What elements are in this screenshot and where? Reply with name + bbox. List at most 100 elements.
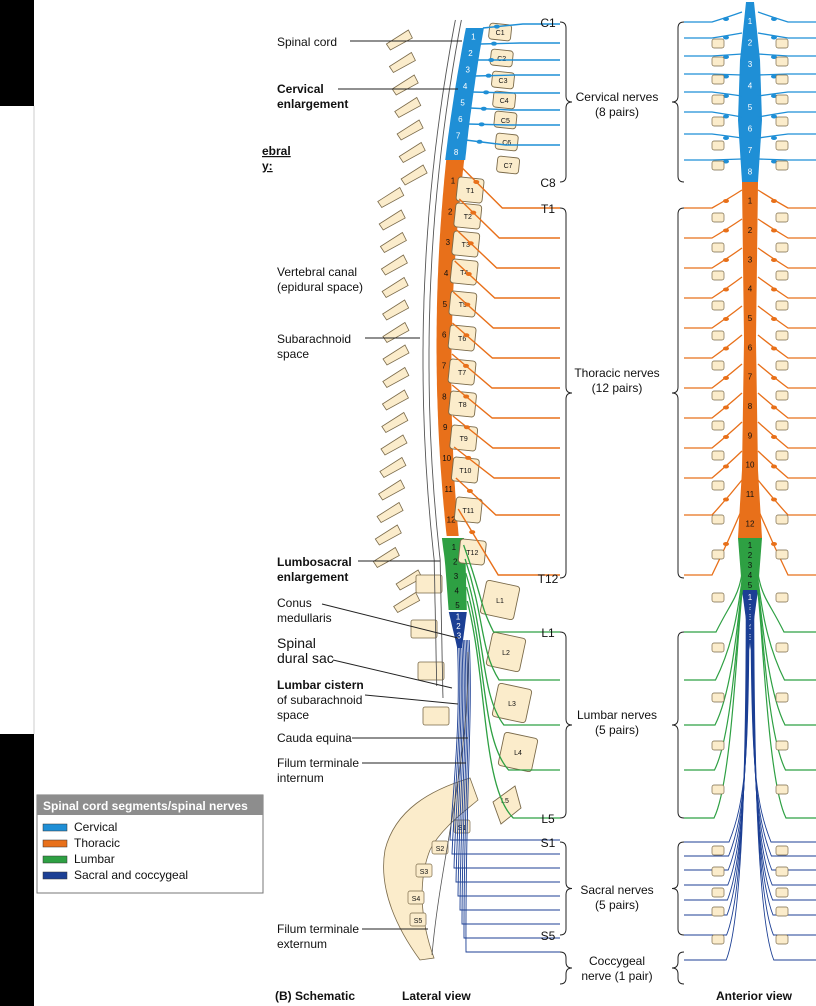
anterior-vertebral-process [775,887,789,898]
anterior-vertebral-process [711,38,725,49]
anterior-vertebral-process [775,330,789,341]
vertebra-label: C4 [500,98,509,105]
spinal-nerve-lateral [451,384,560,419]
anterior-vertebral-process [711,94,725,105]
vertebral-body-shape [451,230,481,258]
cord-segment-number: 9 [443,423,448,432]
vertebra-label: L4 [514,750,522,757]
spinous-process [391,74,419,96]
anterior-ganglion [771,346,777,351]
brace-left-sacral [559,841,573,936]
vertebra-label: T6 [458,336,466,343]
anterior-vertebral-process [775,140,789,151]
nerve-group-label: (5 pairs) [595,898,639,912]
anterior-ganglion [771,35,777,40]
anterior-lumbar-nerve [755,580,816,819]
label-partial-heading: y: [262,159,273,173]
dorsal-root-ganglion [485,73,492,78]
cauda-equina-fiber [461,639,560,925]
vertebra-label: L3 [508,701,516,708]
anterior-ganglion [723,464,729,469]
spinous-process [394,96,422,119]
leader-dural-sac [332,659,453,689]
anterior-vertebral-process [711,330,725,341]
anterior-ganglion [723,74,729,79]
anterior-ganglion [723,55,729,59]
spinal-nerve-lateral [451,322,560,359]
anterior-segment-number: 10 [746,461,755,470]
arachnoid-line [428,19,462,699]
nerve-group-label: nerve (1 pair) [581,969,652,983]
cord-segment-number: 6 [458,115,463,124]
anterior-sacral-nerve [753,599,816,961]
nerve-level-label: T12 [538,572,559,586]
sacrum-bone [383,777,479,961]
anterior-vertebral-process [775,845,789,856]
vertebral-body: T9 [449,424,479,452]
spinous-process [378,479,406,501]
brace-right-cervical [671,21,685,183]
spinous-process [398,141,426,164]
sacral-vertebra-shape [407,890,425,905]
cord-segment-number: 3 [454,572,459,581]
nerve-group-label: Sacral nerves [580,883,653,897]
leader-lumbar-cistern [364,694,459,705]
cord-segment-number: 11 [444,485,453,494]
nerve-group-label: Coccygeal [589,954,645,968]
anterior-spinal-nerve [684,73,743,76]
legend: Spinal cord segments/spinal nervesCervic… [36,794,264,894]
cord-segment-number: 4 [454,586,459,595]
anterior-vertebral-process [711,692,725,703]
spinous-process [381,276,409,299]
anterior-ganglion [771,74,777,79]
spinous-process [379,231,407,254]
label-cauda-equina: Cauda equina [277,731,352,745]
legend-swatch [42,823,68,832]
brace-right-lumbar [671,631,685,819]
anterior-sacral-nerve [684,599,747,961]
spinal-nerve-lateral [472,91,560,94]
vertebral-body: C2 [489,48,514,68]
label-lumbosacral-enlargement: enlargement [277,570,348,584]
vertebral-body-shape [449,258,479,286]
anterior-ganglion [771,405,777,410]
cauda-equina-fiber [449,639,560,841]
spinous-process [372,546,400,569]
anterior-ganglion [771,114,777,119]
vertebral-body: L1 [479,579,521,621]
anterior-vertebral-process [711,549,725,560]
spinous-process [381,411,409,434]
label-spinal-dural-sac: Spinal [277,635,316,651]
label-subarachnoid-space: space [277,347,309,361]
nerve-level-label: S5 [541,929,556,943]
label-cervical-enlargement: Cervical [277,82,324,96]
anterior-vertebral-process [775,906,789,917]
anatomy-labels: Spinal cordCervicalenlargementebraly:Ver… [262,35,468,951]
vertebral-body: T6 [447,324,477,352]
anterior-vertebral-process [711,116,725,127]
anterior-segment-number: 4 [748,571,753,580]
vertebral-body-shape [453,496,483,524]
nerve-level-label: L5 [541,812,555,826]
anterior-vertebral-process [775,784,789,795]
anterior-segment-number: 2 [748,551,753,560]
dorsal-root-ganglion [480,106,487,111]
brace-left-thoracic [559,207,573,579]
dorsal-root-ganglion [473,180,480,184]
label-subarachnoid-space: Subarachnoid [277,332,351,346]
anterior-spinal-nerve [757,133,816,139]
vertebra-label: C3 [499,78,508,85]
anterior-vertebral-process [775,56,789,67]
lateral-nerves [431,23,560,956]
vertebral-body-shape [453,202,483,230]
dorsal-root-ganglion [488,58,495,62]
cauda-equina-fiber [459,639,560,911]
anterior-vertebral-process [711,592,725,603]
anterior-ganglion [723,17,729,21]
lumbar-process [415,574,443,594]
footer-schematic: (B) Schematic [275,989,355,1003]
vertebra-label: T4 [460,270,468,277]
label-conus-medullaris: Conus [277,596,312,610]
vertebral-body: T3 [451,230,481,258]
anterior-vertebral-process [711,160,725,171]
